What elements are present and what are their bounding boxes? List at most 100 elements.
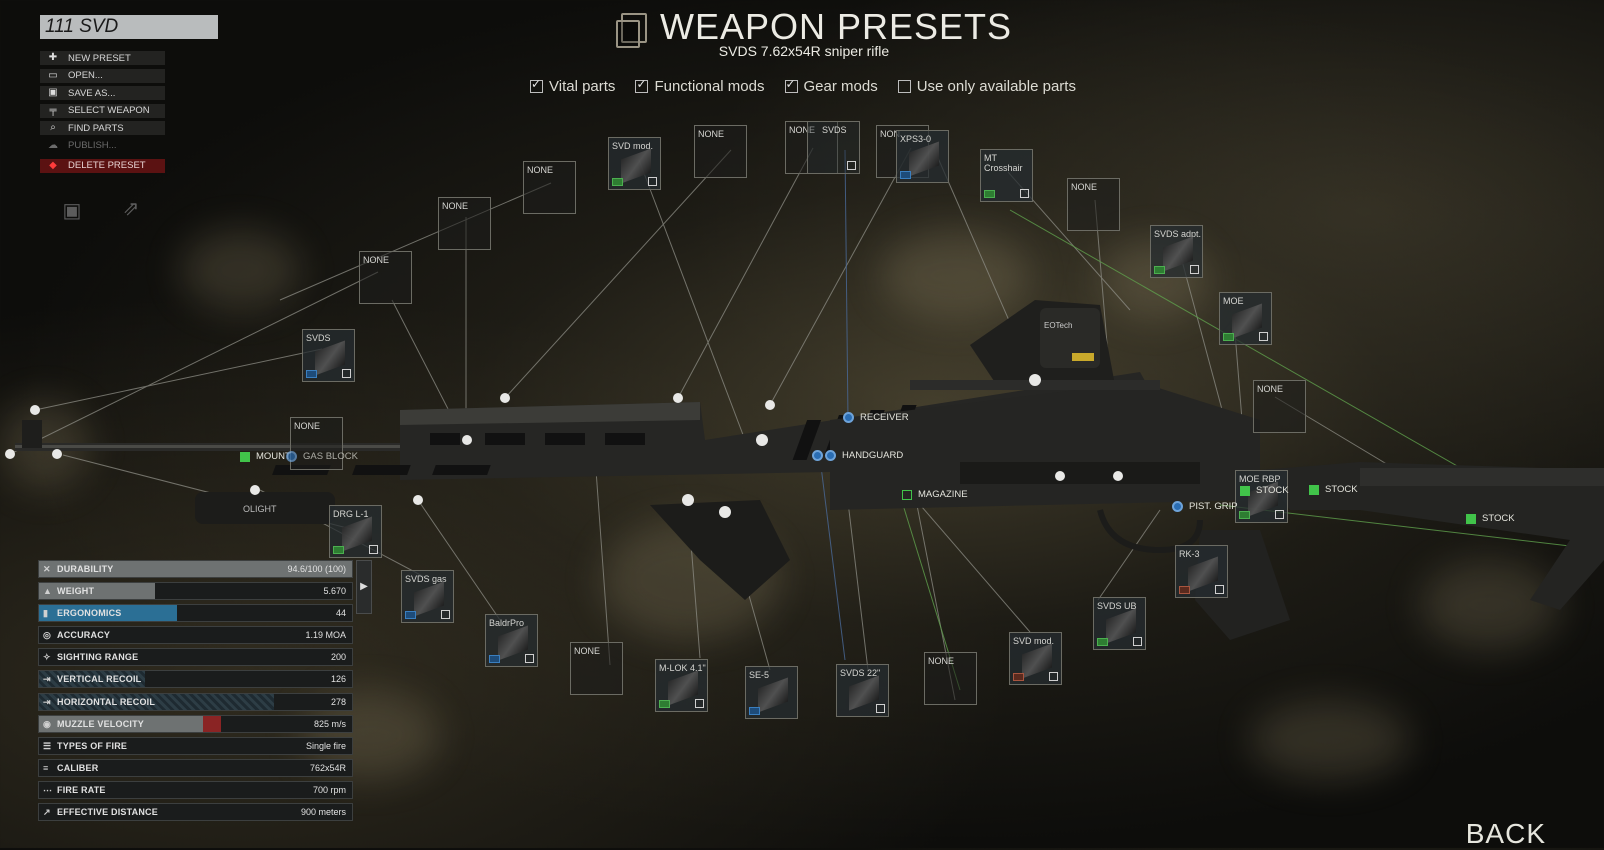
stat-bar [39, 605, 177, 622]
part-image [315, 340, 345, 376]
mod-slot[interactable]: MT Crosshair [980, 149, 1033, 202]
stat-value: 900 meters [300, 807, 346, 818]
stat-name: VERTICAL RECOIL [57, 674, 142, 685]
preset-name-input[interactable]: 111 SVD [40, 15, 218, 39]
slot-type-icon [900, 171, 911, 179]
menu-label: SAVE AS... [68, 87, 116, 99]
part-image [621, 148, 651, 184]
checkbox-icon[interactable] [530, 77, 543, 93]
checkbox-icon[interactable] [635, 77, 649, 93]
mod-slot[interactable]: SVDS gas [401, 570, 454, 623]
mod-slot[interactable]: NONE [570, 642, 623, 695]
mod-slot[interactable]: NONE [290, 417, 343, 470]
node-handguard[interactable]: HANDGUARD [812, 450, 903, 461]
mod-slot[interactable]: M-LOK 4.1" [655, 659, 708, 712]
node-magazine[interactable]: MAGAZINE [902, 489, 968, 500]
filter-vital-parts[interactable]: Vital parts [530, 77, 615, 95]
mod-slot[interactable]: NONE [1067, 178, 1120, 231]
slot-type-icon [659, 700, 670, 708]
mod-slot[interactable]: MOE [1219, 292, 1272, 345]
node-pistol-grip[interactable]: PIST. GRIP [1172, 501, 1238, 512]
new-preset-button[interactable]: ✚NEW PRESET [40, 51, 165, 65]
find-parts-button[interactable]: ⌕FIND PARTS [40, 121, 165, 136]
mod-slot[interactable]: NONE [694, 125, 747, 178]
flashlight-brand: OLIGHT [243, 504, 277, 514]
select-weapon-button[interactable]: ╤SELECT WEAPON [40, 103, 165, 118]
slot-status-icon [876, 704, 885, 713]
save-as-button[interactable]: ▣SAVE AS... [40, 86, 165, 101]
slot-label: M-LOK 4.1" [659, 663, 706, 673]
mod-slot[interactable]: SVDS [302, 329, 355, 382]
menu-label: PUBLISH... [68, 140, 117, 152]
mod-slot[interactable]: SVD mod. [608, 137, 661, 190]
weapon-subtitle: SVDS 7.62x54R sniper rifle [718, 43, 890, 59]
mod-slot[interactable]: NONE [924, 652, 977, 705]
node-icon [240, 451, 250, 462]
stat-name: MUZZLE VELOCITY [57, 718, 144, 729]
slot-status-icon [1275, 510, 1284, 519]
checkbox-icon[interactable] [784, 77, 798, 93]
mod-slot[interactable]: MOE RBP [1235, 470, 1288, 523]
mod-slot[interactable]: NONE [1253, 380, 1306, 433]
slot-type-icon [749, 707, 760, 715]
save-icon[interactable]: ▣ [62, 200, 82, 222]
open-button[interactable]: ▭OPEN... [40, 68, 165, 83]
part-image [342, 516, 372, 552]
node-gas-block[interactable]: GAS BLOCK [286, 451, 358, 462]
part-image [909, 141, 939, 177]
mod-slot[interactable]: RK-3 [1175, 545, 1228, 598]
part-image [758, 677, 788, 713]
expand-stats-button[interactable]: ▶ [356, 560, 372, 614]
node-stock[interactable]: STOCK [1466, 513, 1515, 524]
slot-status-icon [1020, 189, 1029, 198]
filter-available-parts[interactable]: Use only available parts [897, 78, 1076, 95]
folder-icon: ▭ [48, 69, 58, 81]
delete-icon: ◆ [49, 159, 57, 171]
slot-status-icon [1049, 672, 1058, 681]
search-icon: ⌕ [50, 122, 56, 134]
mod-slot[interactable]: SVDS UB [1093, 597, 1146, 650]
node-mount[interactable]: MOUNT [240, 451, 291, 462]
mod-slot[interactable]: BaldrPro [485, 614, 538, 667]
node-receiver[interactable]: RECEIVER [843, 412, 909, 423]
mod-slot[interactable]: NONE [523, 161, 576, 214]
slot-status-icon [648, 177, 657, 186]
filter-gear-mods[interactable]: Gear mods [784, 77, 878, 95]
new-preset-icon: ✚ [48, 52, 58, 63]
part-image [1106, 608, 1136, 644]
weight-icon: ▲ [43, 586, 52, 597]
node-label: MAGAZINE [918, 489, 968, 500]
mod-slot[interactable]: SVD mod. [1009, 632, 1062, 685]
fire-type-icon: ☰ [43, 740, 52, 751]
filter-bar: Vital parts Functional mods Gear mods Us… [530, 77, 1076, 95]
mod-slot[interactable]: XPS3-0 [896, 130, 949, 183]
mod-slot[interactable]: NONE [438, 197, 491, 250]
menu-label: SELECT WEAPON [68, 105, 150, 117]
node-stock[interactable]: STOCK [1309, 484, 1358, 495]
slot-label: NON [880, 129, 900, 139]
mod-slot[interactable]: SVDS adpt. [1150, 225, 1203, 278]
slot-label: NONE [442, 201, 469, 211]
node-stock[interactable]: STOCK [1240, 485, 1289, 496]
node-icon [286, 451, 297, 462]
filter-functional-mods[interactable]: Functional mods [635, 77, 765, 95]
checkbox-icon[interactable] [897, 80, 911, 93]
slot-label: NONE [1257, 384, 1284, 394]
mod-slot[interactable]: SVDS [807, 121, 860, 174]
back-button[interactable]: BACK [1465, 818, 1546, 849]
background-blur [1250, 700, 1410, 780]
stat-name: HORIZONTAL RECOIL [57, 696, 156, 707]
slot-type-icon [1223, 333, 1234, 341]
mod-slot[interactable]: SE-5 [745, 666, 798, 719]
mod-slot[interactable]: DRG L-1 [329, 505, 382, 558]
slot-type-icon [306, 370, 317, 378]
slot-label: SVDS UB [1097, 601, 1137, 611]
slot-label: NONE [574, 646, 601, 656]
export-icon[interactable]: ⇗ [122, 198, 140, 220]
slot-type-icon [333, 546, 344, 554]
mod-slot[interactable]: SVDS 22" [836, 664, 889, 717]
delete-preset-button[interactable]: ◆DELETE PRESET [40, 158, 165, 173]
mod-slot[interactable]: NONE [359, 251, 412, 304]
